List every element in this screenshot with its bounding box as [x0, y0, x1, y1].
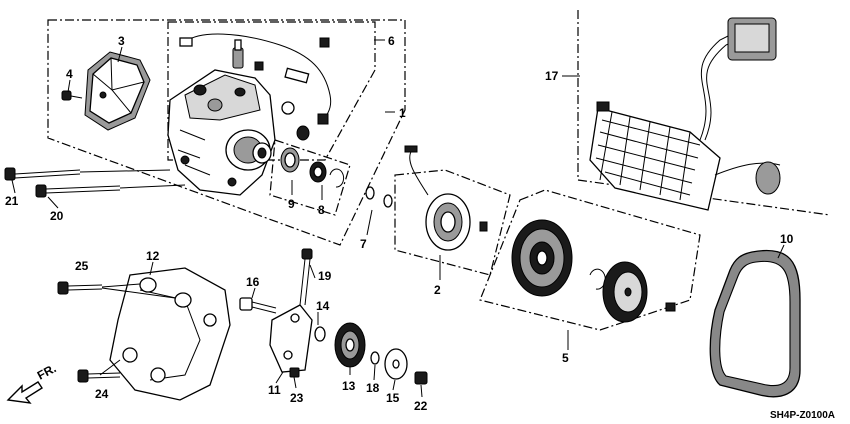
idler-pulley-part-13	[334, 322, 366, 368]
callout-14: 14	[316, 299, 330, 313]
callout-24: 24	[95, 387, 109, 401]
callout-16: 16	[246, 275, 260, 289]
callout-6: 6	[388, 34, 395, 48]
bolt-part-16	[239, 297, 277, 314]
bolt-part-19	[299, 248, 313, 306]
thermal-switch-part-6	[179, 33, 332, 141]
callout-22: 22	[414, 399, 428, 413]
sub-group-9-outline	[269, 139, 351, 216]
nut-part-22	[414, 371, 428, 385]
diagram-code: SH4P-Z0100A	[770, 410, 835, 421]
bolt-part-4	[61, 90, 83, 101]
idler-bracket-part-11	[269, 304, 313, 373]
armature-plate-part-5	[602, 261, 676, 323]
callout-15: 15	[386, 391, 400, 405]
through-bolt-part-21	[4, 167, 81, 181]
callout-12: 12	[146, 249, 160, 263]
bolt-part-25	[57, 281, 176, 299]
clutch-group-outline	[479, 189, 701, 331]
spacer-part-18	[370, 351, 380, 365]
callout-11: 11	[268, 383, 281, 397]
condenser-group-outline	[577, 10, 831, 216]
callout-13: 13	[342, 379, 356, 393]
callout-23: 23	[290, 391, 304, 405]
callout-21: 21	[5, 194, 19, 208]
condenser-part-17	[589, 17, 781, 211]
compressor-group-outline	[47, 19, 406, 246]
field-coil-group-outline	[394, 169, 511, 276]
bolt-part-23	[289, 367, 300, 389]
callout-10: 10	[780, 232, 794, 246]
snap-ring-part-8	[329, 168, 345, 188]
field-coil-part-2	[404, 145, 488, 251]
bolt-part-24	[77, 359, 121, 383]
callout-19: 19	[318, 269, 332, 283]
callout-7: 7	[360, 237, 367, 251]
shaft-seal-part-9	[280, 147, 327, 183]
sub-group-6-outline	[167, 21, 376, 161]
callout-8: 8	[318, 203, 325, 217]
washer-part-15	[384, 348, 408, 380]
compressor-body	[167, 39, 276, 196]
callout-2: 2	[434, 283, 441, 297]
callout-4: 4	[66, 67, 73, 81]
through-bolt-part-20	[35, 184, 121, 198]
front-direction-label: FR.	[35, 361, 59, 382]
callout-20: 20	[50, 209, 64, 223]
compressor-bracket-part-12	[109, 267, 231, 401]
collar-part-14	[314, 326, 326, 342]
callout-25: 25	[75, 259, 89, 273]
shim-part-7	[365, 186, 393, 208]
drive-belt-part-10	[709, 249, 801, 398]
callout-17: 17	[545, 69, 559, 83]
callout-5: 5	[562, 351, 569, 365]
callout-18: 18	[366, 381, 380, 395]
leader-lines	[11, 39, 785, 398]
callout-9: 9	[288, 197, 295, 211]
callout-1: 1	[399, 106, 406, 120]
callout-3: 3	[118, 34, 125, 48]
compressor-cover-part-3	[84, 51, 151, 131]
clutch-pulley-part-5	[511, 219, 606, 297]
front-direction-arrow	[6, 381, 43, 404]
